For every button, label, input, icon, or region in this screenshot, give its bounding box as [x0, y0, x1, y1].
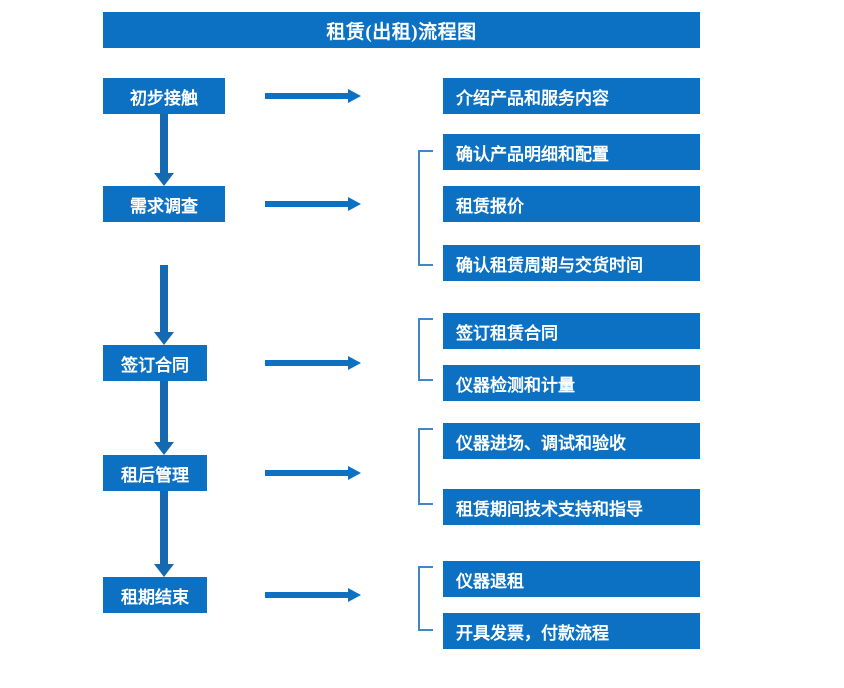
arrow-shaft — [265, 360, 349, 366]
flow-arrow-right-5 — [265, 588, 361, 602]
arrow-head-right-icon — [348, 466, 361, 480]
arrow-head-down-icon — [154, 173, 174, 186]
arrow-shaft — [265, 201, 349, 207]
group-bracket-post-rental — [418, 428, 433, 505]
arrow-head-right-icon — [348, 356, 361, 370]
stage-label: 租后管理 — [121, 465, 189, 485]
flow-arrow-right-3 — [265, 356, 361, 370]
flow-arrow-right-2 — [265, 197, 361, 211]
arrow-shaft — [160, 114, 168, 173]
task-box-instrument-return[interactable]: 仪器退租 — [443, 561, 700, 597]
arrow-shaft — [160, 381, 168, 442]
arrow-head-right-icon — [348, 197, 361, 211]
task-label: 签订租赁合同 — [456, 323, 558, 343]
task-label: 仪器退租 — [456, 571, 524, 591]
arrow-shaft — [265, 470, 349, 476]
arrow-head-right-icon — [348, 89, 361, 103]
task-label: 租赁报价 — [456, 196, 524, 216]
arrow-head-down-icon — [154, 564, 174, 577]
task-box-instrument-inspection[interactable]: 仪器检测和计量 — [443, 365, 700, 401]
group-bracket-demand-survey — [418, 150, 433, 266]
task-label: 仪器进场、调试和验收 — [456, 433, 626, 453]
task-label: 开具发票，付款流程 — [456, 623, 609, 643]
group-bracket-sign-contract — [418, 318, 433, 381]
arrow-head-right-icon — [348, 588, 361, 602]
arrow-shaft — [160, 265, 168, 332]
stage-box-demand-survey[interactable]: 需求调查 — [103, 186, 225, 222]
arrow-shaft — [265, 93, 349, 99]
task-box-rental-quotation[interactable]: 租赁报价 — [443, 186, 700, 222]
arrow-head-down-icon — [154, 442, 174, 455]
stage-label: 签订合同 — [121, 355, 189, 375]
flow-arrow-right-4 — [265, 466, 361, 480]
task-label: 确认产品明细和配置 — [456, 144, 609, 164]
task-box-technical-support[interactable]: 租赁期间技术支持和指导 — [443, 489, 700, 525]
task-box-sign-rental-contract[interactable]: 签订租赁合同 — [443, 313, 700, 349]
arrow-shaft — [160, 491, 168, 564]
task-label: 仪器检测和计量 — [456, 375, 575, 395]
flow-arrow-right-1 — [265, 89, 361, 103]
connector-arrow-down-4 — [154, 491, 174, 577]
task-box-confirm-product-details[interactable]: 确认产品明细和配置 — [443, 134, 700, 170]
task-box-introduce-products[interactable]: 介绍产品和服务内容 — [443, 78, 700, 114]
stage-label: 初步接触 — [130, 88, 198, 108]
task-box-confirm-period-delivery[interactable]: 确认租赁周期与交货时间 — [443, 245, 700, 281]
stage-box-lease-end[interactable]: 租期结束 — [103, 577, 207, 613]
stage-label: 需求调查 — [130, 196, 198, 216]
page-title: 租赁(出租)流程图 — [103, 12, 700, 48]
connector-arrow-down-3 — [154, 381, 174, 455]
task-box-instrument-entry-commissioning[interactable]: 仪器进场、调试和验收 — [443, 423, 700, 459]
arrow-shaft — [265, 592, 349, 598]
group-bracket-lease-end — [418, 566, 433, 631]
connector-arrow-down-2 — [154, 265, 174, 345]
task-label: 租赁期间技术支持和指导 — [456, 499, 643, 519]
task-label: 确认租赁周期与交货时间 — [456, 255, 643, 275]
stage-label: 租期结束 — [121, 587, 189, 607]
task-label: 介绍产品和服务内容 — [456, 88, 609, 108]
task-box-invoice-payment[interactable]: 开具发票，付款流程 — [443, 613, 700, 649]
connector-arrow-down-1 — [154, 114, 174, 186]
arrow-head-down-icon — [154, 332, 174, 345]
stage-box-post-rental-management[interactable]: 租后管理 — [103, 455, 207, 491]
stage-box-sign-contract[interactable]: 签订合同 — [103, 345, 207, 381]
stage-box-initial-contact[interactable]: 初步接触 — [103, 78, 225, 114]
